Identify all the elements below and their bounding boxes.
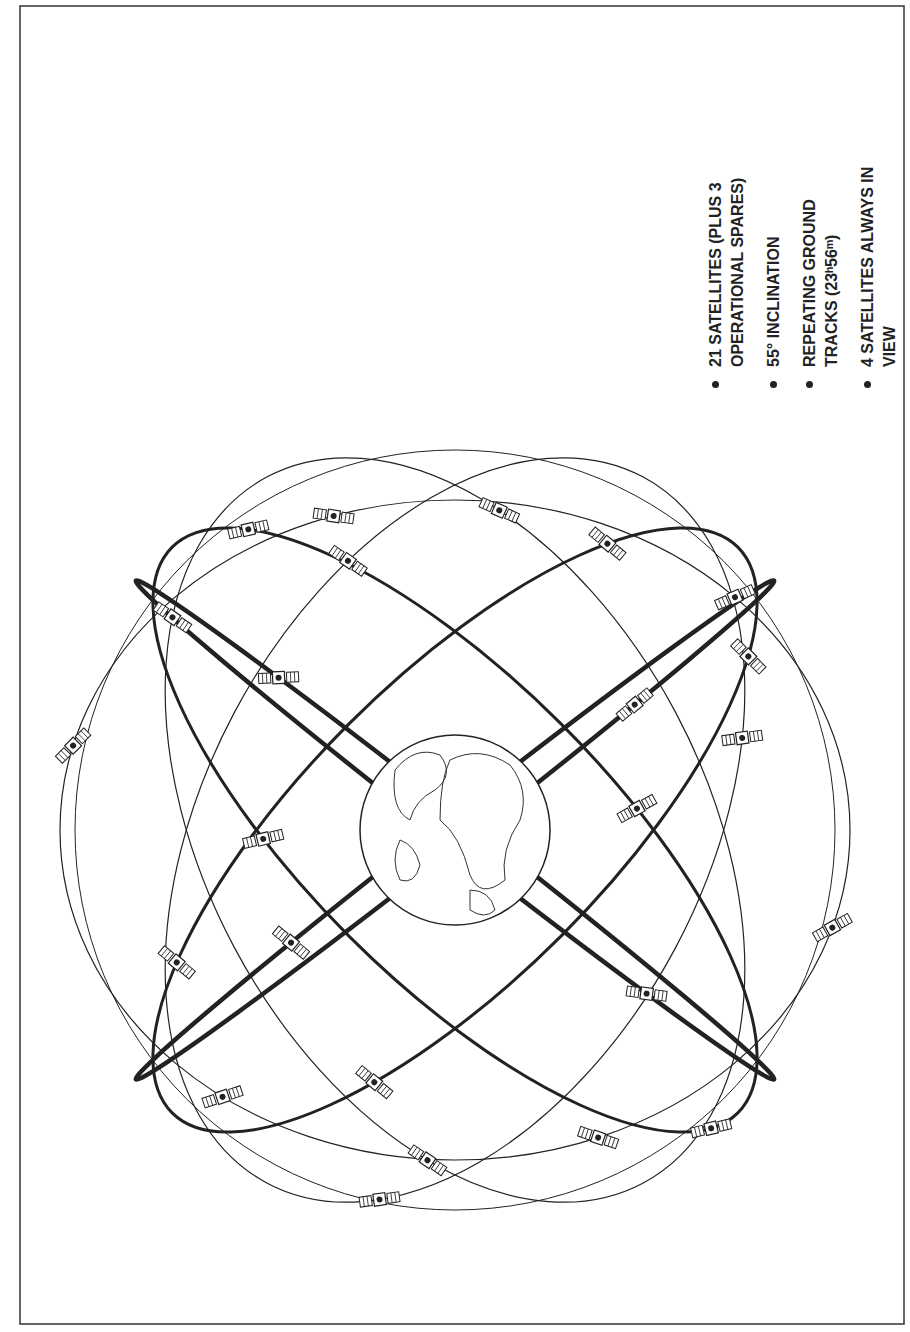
satellite-icon [258, 671, 299, 685]
earth-globe [360, 735, 550, 925]
satellite-icon [55, 727, 92, 764]
satellite-icon [722, 729, 763, 746]
satellite-icon [227, 519, 269, 540]
orbit-ellipse [75, 450, 835, 1210]
note-text: 21 SATELLITES (PLUS 3 OPERATIONAL SPARES… [705, 132, 749, 367]
bullet-item: REPEATING GROUND TRACKS (23ʰ56ᵐ) [799, 32, 843, 392]
bullet-dot [770, 381, 777, 388]
orbit-ellipse [127, 570, 783, 1091]
satellite-icon [588, 526, 626, 561]
bullet-item: 55° INCLINATION [763, 32, 785, 392]
continent-outline [395, 840, 420, 881]
satellite-icon [730, 638, 767, 675]
orbit-ellipse [60, 500, 850, 1160]
continent-outline [440, 754, 523, 889]
orbit-ellipse [46, 359, 863, 1300]
note-text: 55° INCLINATION [763, 132, 785, 367]
satellite-icon [153, 601, 193, 634]
satellite-icon [626, 985, 667, 1002]
satellite-icon [328, 545, 368, 578]
orbit-ellipse [66, 441, 844, 1219]
satellite-icon [272, 925, 310, 960]
orbit-ellipse [127, 570, 783, 1091]
satellite-icon [313, 507, 354, 525]
frame-border [20, 6, 904, 1324]
satellite-icon [812, 913, 853, 943]
satellite-icon [408, 1144, 448, 1177]
satellite-icon [359, 1191, 400, 1208]
bullet-dot [712, 381, 719, 388]
satellite-icon [617, 794, 658, 824]
earth-circle [360, 735, 550, 925]
satellite-icon [242, 828, 284, 849]
satellite-icon [714, 584, 755, 611]
satellites [55, 497, 853, 1208]
note-text: REPEATING GROUND TRACKS (23ʰ56ᵐ) [799, 132, 843, 367]
continent-outline [394, 752, 446, 820]
satellite-icon [616, 687, 654, 722]
note-text: 4 SATELLITES ALWAYS IN VIEW [857, 132, 901, 367]
bullet-item: 4 SATELLITES ALWAYS IN VIEW [857, 32, 901, 392]
satellite-icon [202, 1085, 244, 1109]
bullet-dot [864, 381, 871, 388]
satellite-icon [355, 1065, 393, 1100]
orbit-paths [46, 359, 863, 1300]
satellite-icon [577, 1126, 619, 1150]
bullet-list: 21 SATELLITES (PLUS 3 OPERATIONAL SPARES… [705, 32, 910, 392]
satellite-icon [690, 1118, 732, 1139]
bullet-item: 21 SATELLITES (PLUS 3 OPERATIONAL SPARES… [705, 32, 749, 392]
satellite-icon [158, 945, 196, 980]
continent-outline [470, 890, 495, 915]
bullet-dot [806, 381, 813, 388]
orbit-ellipse [66, 441, 844, 1219]
orbit-ellipse [46, 359, 863, 1300]
satellite-icon [479, 497, 520, 524]
